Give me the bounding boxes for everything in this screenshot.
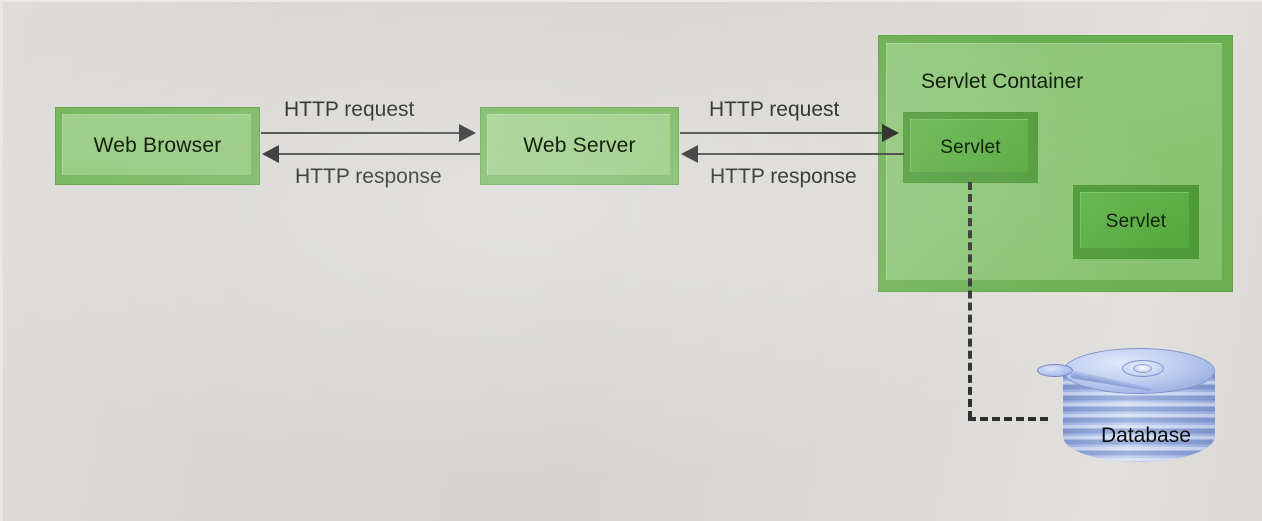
edge-browser-to-server-request-arrowhead bbox=[459, 124, 476, 142]
node-face bbox=[910, 119, 1028, 172]
edge-server-to-browser-response-arrowhead bbox=[262, 145, 279, 163]
edge-server-to-servlet-request-line bbox=[680, 132, 884, 134]
database-actuator-cap-icon bbox=[1037, 364, 1073, 377]
database-spindle-center-icon bbox=[1133, 364, 1152, 373]
edge-server-to-servlet-request-arrowhead bbox=[882, 124, 899, 142]
edge-browser-to-server-request-label: HTTP request bbox=[284, 98, 415, 121]
node-database-label: Database bbox=[1101, 424, 1191, 447]
edge-servlet-to-database-horizontal bbox=[968, 417, 1048, 421]
node-servlet-two[interactable]: Servlet bbox=[1073, 185, 1199, 259]
edge-browser-to-server-request-line bbox=[261, 132, 461, 134]
edge-servlet-to-server-response-line bbox=[698, 153, 904, 155]
node-face bbox=[62, 114, 251, 175]
edge-server-to-browser-response-label: HTTP response bbox=[295, 165, 442, 188]
node-web-server-label: Web Server bbox=[523, 134, 636, 157]
edge-server-to-servlet-request-label: HTTP request bbox=[709, 98, 840, 121]
node-servlet-container-label: Servlet Container bbox=[921, 70, 1084, 93]
node-face bbox=[487, 114, 670, 175]
node-servlet-two-label: Servlet bbox=[1105, 211, 1167, 232]
edge-servlet-to-database-vertical bbox=[968, 182, 972, 419]
node-face bbox=[1080, 192, 1189, 248]
database-actuator-icon bbox=[1037, 368, 1073, 450]
edge-servlet-to-server-response-label: HTTP response bbox=[710, 165, 857, 188]
node-web-server[interactable]: Web Server bbox=[480, 107, 679, 185]
node-servlet-one-label: Servlet bbox=[940, 136, 1001, 158]
edge-server-to-browser-response-line bbox=[279, 153, 480, 155]
node-database[interactable]: Database bbox=[1027, 348, 1227, 488]
edge-servlet-to-server-response-arrowhead bbox=[681, 145, 698, 163]
node-servlet-one[interactable]: Servlet bbox=[903, 112, 1038, 183]
node-web-browser-label: Web Browser bbox=[93, 134, 222, 157]
node-web-browser[interactable]: Web Browser bbox=[55, 107, 260, 185]
